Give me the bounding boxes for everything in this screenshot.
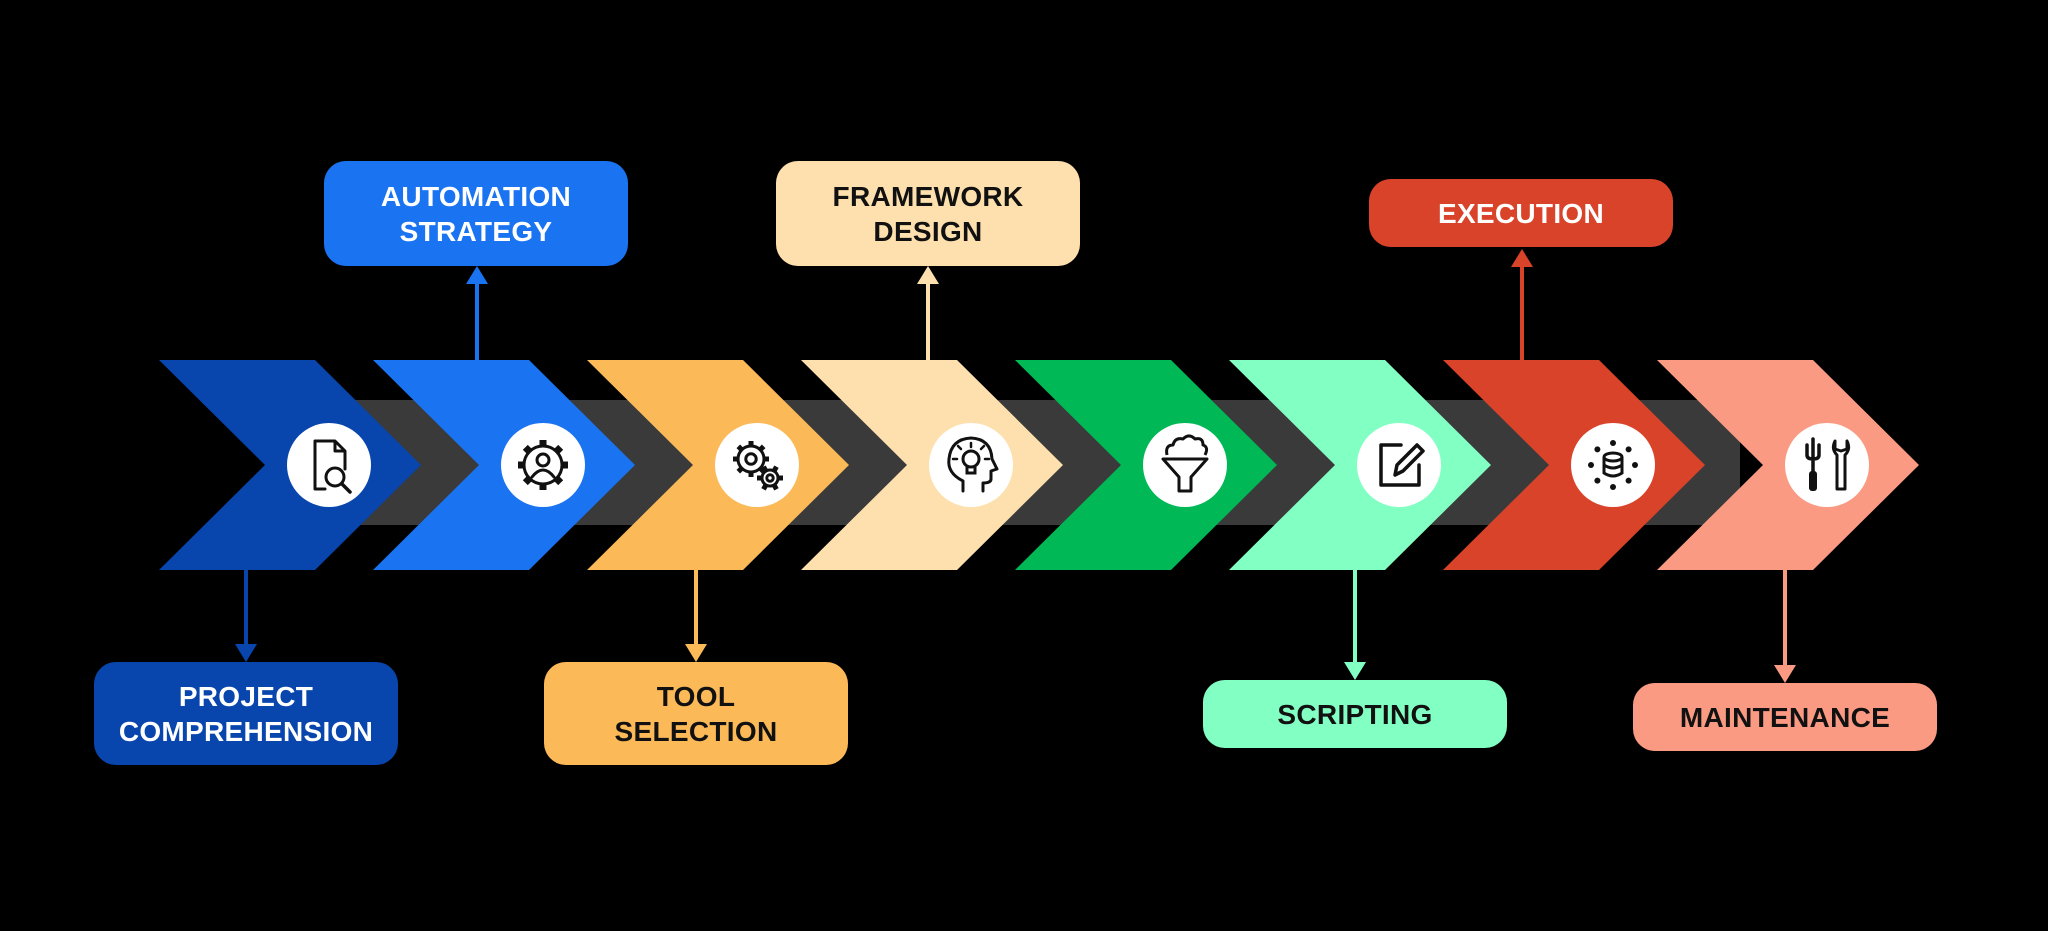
icon-circle-step-7 [1571, 423, 1655, 507]
icon-group [287, 423, 1869, 507]
step-label-execution: EXECUTION [1369, 179, 1673, 247]
edit-icon [1379, 443, 1425, 487]
connector-arrowhead [917, 266, 939, 284]
icon-circle-step-4 [929, 423, 1013, 507]
connector-arrowhead [466, 266, 488, 284]
user-gear-icon [518, 440, 568, 490]
step-label-tool-selection: TOOL SELECTION [544, 662, 848, 765]
connector-step-1 [235, 570, 257, 662]
connector-step-4 [917, 266, 939, 360]
connector-step-6 [1344, 570, 1366, 680]
chevron-group [159, 360, 1919, 570]
connector-arrowhead [1344, 662, 1366, 680]
connector-step-7 [1511, 249, 1533, 360]
connector-arrowhead [235, 644, 257, 662]
connector-step-2 [466, 266, 488, 360]
connector-arrowhead [1511, 249, 1533, 267]
step-label-framework-design: FRAMEWORK DESIGN [776, 161, 1080, 266]
step-label-maintenance: MAINTENANCE [1633, 683, 1937, 751]
head-lightbulb-icon [947, 436, 999, 493]
icon-circle-step-5 [1143, 423, 1227, 507]
icon-circle-step-8 [1785, 423, 1869, 507]
connector-step-8 [1774, 570, 1796, 683]
connector-arrowhead [685, 644, 707, 662]
connector-group [235, 249, 1796, 683]
gears-icon [733, 441, 783, 491]
icon-circle-step-1 [287, 423, 371, 507]
step-label-project-comprehension: PROJECT COMPREHENSION [94, 662, 398, 765]
connector-arrowhead [1774, 665, 1796, 683]
funnel-icon [1161, 434, 1209, 493]
step-label-automation-strategy: AUTOMATION STRATEGY [324, 161, 628, 266]
database-network-icon [1588, 440, 1638, 490]
connector-step-3 [685, 570, 707, 662]
step-label-scripting: SCRIPTING [1203, 680, 1507, 748]
tools-icon [1805, 437, 1851, 491]
document-search-icon [313, 439, 352, 494]
